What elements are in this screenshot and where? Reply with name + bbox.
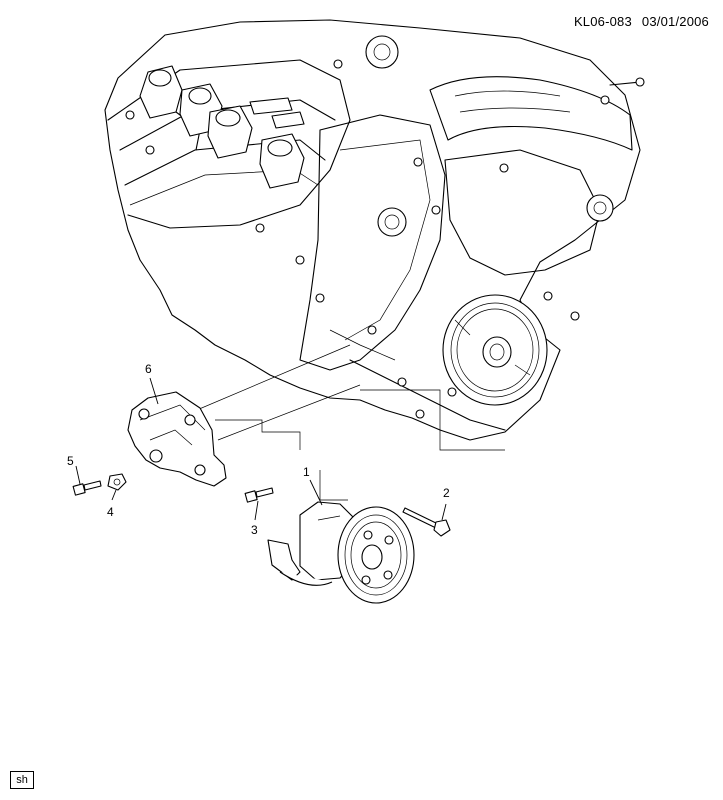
callout-5: 5 [67,454,74,468]
bolt-3 [244,487,274,503]
bolt-5 [72,480,102,496]
alignment-lines [177,344,505,501]
drawing-date: 03/01/2006 [641,14,709,29]
ignition-coil-3 [207,105,253,159]
callout-3: 3 [251,523,258,537]
callout-6: 6 [145,362,152,376]
engine-assembly [104,19,645,441]
callout-4: 4 [107,505,114,519]
power-steering-pump [267,501,415,604]
engine-bolts [125,59,610,419]
callout-2: 2 [443,486,450,500]
sh-badge[interactable]: sh [10,771,34,789]
ignition-coil-4 [259,133,305,189]
callout-1: 1 [303,465,310,479]
drawing-code: KL06-083 [573,14,632,29]
bolt-2 [402,507,451,537]
nut-4 [107,473,127,491]
drawing-id: KL06-083 03/01/2006 [574,14,709,29]
ignition-coil-1 [139,65,201,151]
pump-bracket [127,391,227,487]
callout-leaders [75,377,447,521]
crankshaft-pulley [442,294,548,406]
